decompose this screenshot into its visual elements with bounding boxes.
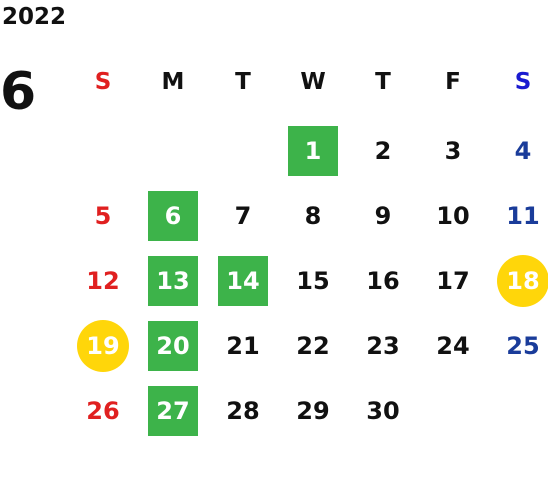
calendar-day-28[interactable]: 28: [226, 397, 260, 425]
calendar-day-11[interactable]: 11: [506, 202, 540, 230]
calendar-day-3[interactable]: 3: [444, 137, 462, 165]
calendar-day-14[interactable]: 14: [218, 256, 268, 306]
weekday-header-sun: S: [94, 69, 112, 95]
calendar-day-23[interactable]: 23: [366, 332, 400, 360]
calendar-day-27[interactable]: 27: [148, 386, 198, 436]
weekday-header-thu: T: [375, 69, 391, 95]
calendar-day-2[interactable]: 2: [374, 137, 392, 165]
calendar-day-21[interactable]: 21: [226, 332, 260, 360]
calendar-day-12[interactable]: 12: [86, 267, 120, 295]
calendar-day-17[interactable]: 17: [436, 267, 470, 295]
weekday-header-mon: M: [161, 69, 185, 95]
weekday-header-wed: W: [300, 69, 326, 95]
calendar-day-9[interactable]: 9: [374, 202, 392, 230]
calendar-day-22[interactable]: 22: [296, 332, 330, 360]
weekday-header-sat: S: [514, 69, 532, 95]
calendar-day-13[interactable]: 13: [148, 256, 198, 306]
weekday-header-fri: F: [445, 69, 461, 95]
calendar-day-18[interactable]: 18: [497, 255, 548, 307]
calendar-day-10[interactable]: 10: [436, 202, 470, 230]
calendar-day-24[interactable]: 24: [436, 332, 470, 360]
calendar-day-26[interactable]: 26: [86, 397, 120, 425]
weekday-header-tue: T: [235, 69, 251, 95]
calendar-day-15[interactable]: 15: [296, 267, 330, 295]
calendar-day-29[interactable]: 29: [296, 397, 330, 425]
calendar-day-4[interactable]: 4: [514, 137, 532, 165]
calendar-day-7[interactable]: 7: [234, 202, 252, 230]
calendar-day-19[interactable]: 19: [77, 320, 129, 372]
calendar-day-20[interactable]: 20: [148, 321, 198, 371]
calendar-day-16[interactable]: 16: [366, 267, 400, 295]
calendar-month: 6: [0, 62, 37, 122]
calendar-day-6[interactable]: 6: [148, 191, 198, 241]
calendar-day-1[interactable]: 1: [288, 126, 338, 176]
calendar-day-25[interactable]: 25: [506, 332, 540, 360]
calendar-day-8[interactable]: 8: [304, 202, 322, 230]
calendar-year: 2022: [2, 4, 67, 30]
calendar-day-30[interactable]: 30: [366, 397, 400, 425]
calendar-day-5[interactable]: 5: [94, 202, 112, 230]
